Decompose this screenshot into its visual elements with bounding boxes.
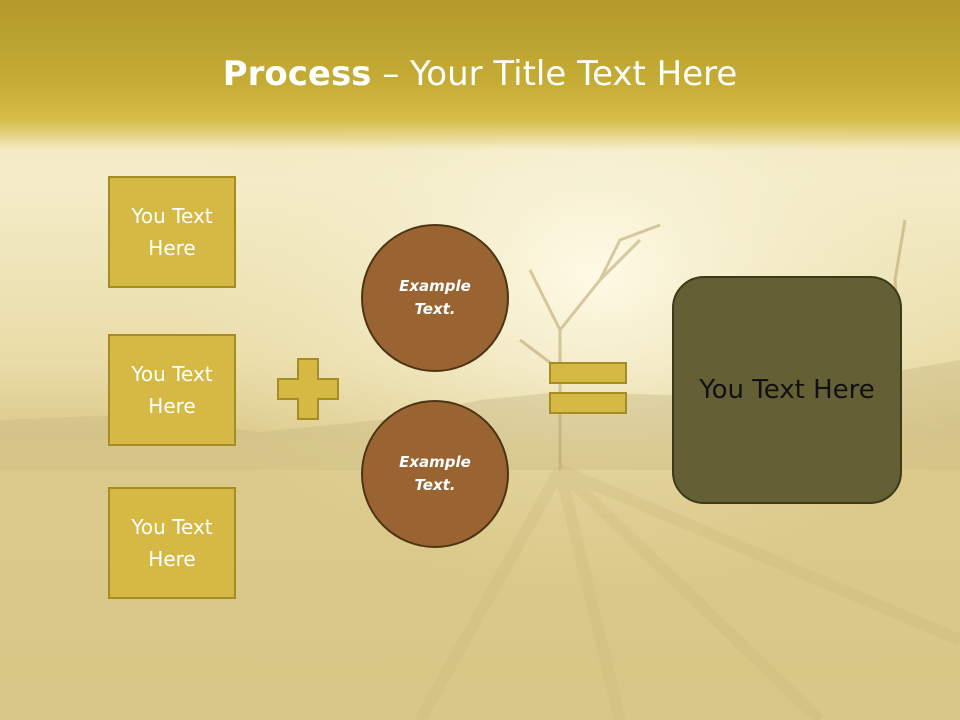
title-bold: Process	[222, 54, 372, 94]
result-box: You Text Here	[672, 276, 902, 504]
text-box-2: You Text Here	[108, 334, 236, 446]
plus-icon	[277, 358, 339, 420]
equals-icon	[549, 362, 627, 414]
text-box-label: You Text Here	[131, 362, 213, 418]
example-circle-1: Example Text.	[361, 224, 509, 372]
text-box-1: You Text Here	[108, 176, 236, 288]
result-label: You Text Here	[699, 375, 875, 405]
text-box-label: You Text Here	[131, 204, 213, 260]
circle-label: Example Text.	[399, 277, 471, 318]
title-rest: – Your Title Text Here	[371, 54, 738, 94]
title-band	[0, 0, 960, 150]
example-circle-2: Example Text.	[361, 400, 509, 548]
text-box-label: You Text Here	[131, 515, 213, 571]
circle-label: Example Text.	[399, 453, 471, 494]
page-title: Process – Your Title Text Here	[0, 52, 960, 96]
text-box-3: You Text Here	[108, 487, 236, 599]
